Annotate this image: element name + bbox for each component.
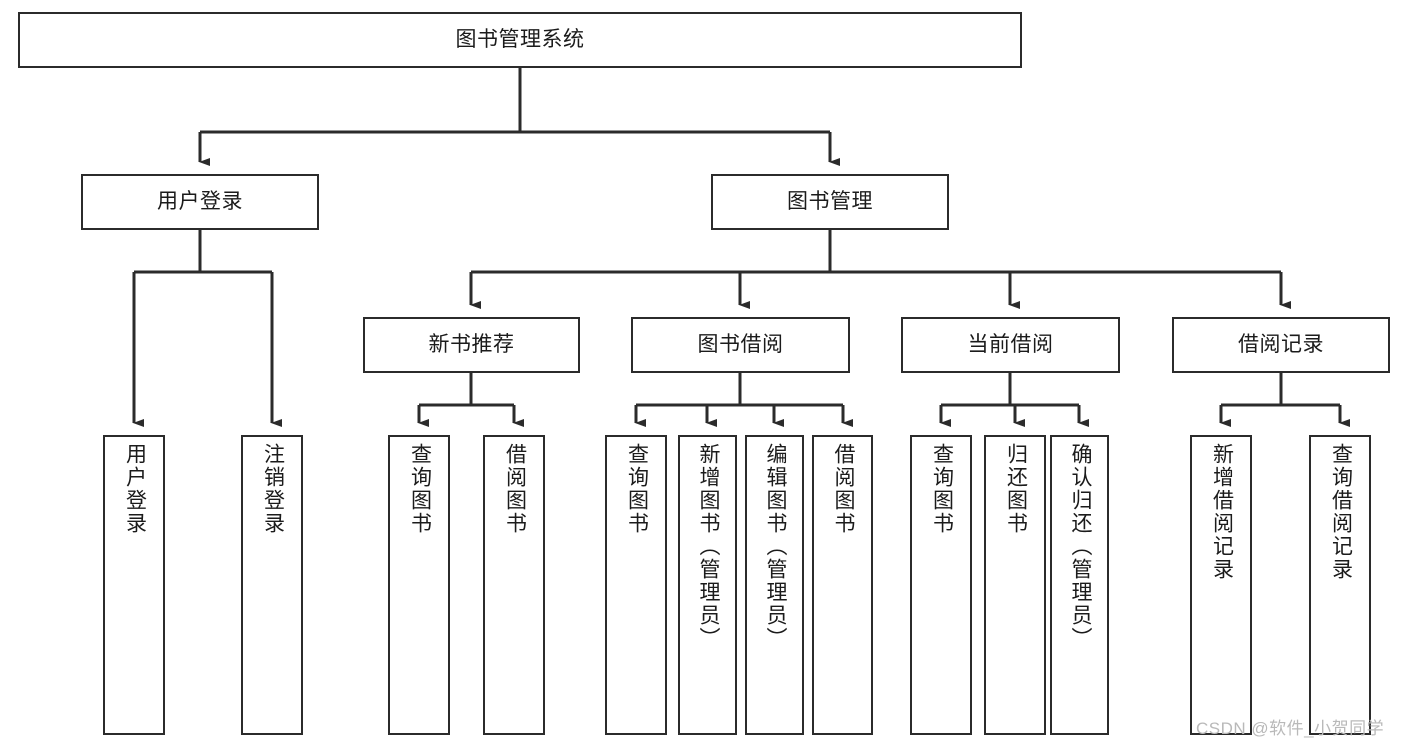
node-leaf-edit-book-admin[interactable]: 编辑图书（管理员） [745,435,804,735]
node-label: 图书管理 [787,189,873,213]
node-leaf-add-borrow-record[interactable]: 新增借阅记录 [1190,435,1252,735]
node-label: 查询图书 [625,443,649,535]
node-label: 注销登录 [261,443,285,535]
node-label: 查询借阅记录 [1329,443,1353,581]
node-label: 图书管理系统 [455,27,585,51]
node-leaf-query-book-newbook[interactable]: 查询图书 [388,435,450,735]
node-label: 借阅图书 [503,443,527,535]
node-user-login[interactable]: 用户登录 [81,174,319,230]
node-label: 新书推荐 [428,332,515,356]
csdn-watermark: CSDN @软件_小贺同学 [1196,719,1385,738]
node-label: 借阅记录 [1238,332,1324,356]
node-new-book-recommend[interactable]: 新书推荐 [363,317,580,373]
node-label: 归还图书 [1004,443,1028,535]
node-label: 当前借阅 [967,332,1054,356]
node-label: 新增图书（管理员） [696,443,720,650]
node-label: 新增借阅记录 [1210,443,1234,581]
node-leaf-logout-login[interactable]: 注销登录 [241,435,303,735]
node-current-borrow[interactable]: 当前借阅 [901,317,1120,373]
node-leaf-user-login[interactable]: 用户登录 [103,435,165,735]
node-label: 用户登录 [123,443,147,535]
node-leaf-confirm-return-admin[interactable]: 确认归还（管理员） [1050,435,1109,735]
node-leaf-query-book-current[interactable]: 查询图书 [910,435,972,735]
node-book-management-system[interactable]: 图书管理系统 [18,12,1022,68]
node-label: 编辑图书（管理员） [763,443,787,650]
node-label: 查询图书 [408,443,432,535]
node-label: 查询图书 [930,443,954,535]
node-label: 用户登录 [157,189,243,213]
node-leaf-query-borrow-record[interactable]: 查询借阅记录 [1309,435,1371,735]
node-borrow-record[interactable]: 借阅记录 [1172,317,1390,373]
node-leaf-borrow-book[interactable]: 借阅图书 [812,435,873,735]
node-label: 确认归还（管理员） [1068,443,1092,650]
node-leaf-return-book[interactable]: 归还图书 [984,435,1046,735]
node-leaf-borrow-book-newbook[interactable]: 借阅图书 [483,435,545,735]
node-label: 借阅图书 [831,443,855,535]
node-book-manage[interactable]: 图书管理 [711,174,949,230]
node-leaf-add-book-admin[interactable]: 新增图书（管理员） [678,435,737,735]
node-book-borrow[interactable]: 图书借阅 [631,317,850,373]
node-leaf-query-book-borrow[interactable]: 查询图书 [605,435,667,735]
node-label: 图书借阅 [697,332,784,356]
